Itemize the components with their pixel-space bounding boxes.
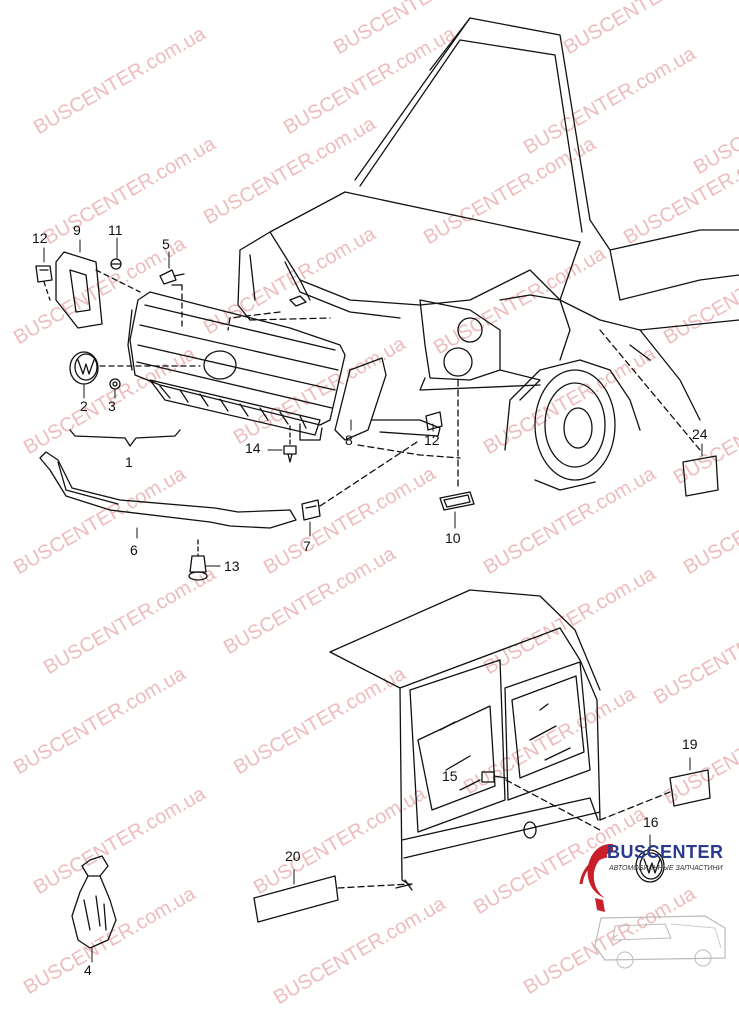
buscenter-logo: BUSCENTER АВТОМОБИЛЬНЫЕ ЗАПЧАСТИНИ — [575, 828, 735, 988]
radiator-grille — [127, 291, 346, 441]
callout-12: 12 — [32, 230, 48, 246]
callout-20: 20 — [285, 848, 301, 864]
vw-emblem-front — [69, 351, 201, 385]
callout-13: 13 — [224, 558, 240, 574]
nut-part-3 — [109, 378, 121, 390]
callout-9: 9 — [73, 222, 81, 238]
callout-8: 8 — [345, 432, 353, 448]
clip-part-12-right — [425, 411, 443, 431]
clip-part-13 — [188, 539, 208, 581]
callout-3: 3 — [108, 398, 116, 414]
logo-wordmark: BUSCENTER — [607, 842, 724, 862]
bumper-strip-part-6 — [39, 451, 297, 529]
bracket-part-9 — [55, 251, 141, 329]
logo-tagline: АВТОМОБИЛЬНЫЕ ЗАПЧАСТИНИ — [609, 865, 723, 872]
callout-1: 1 — [125, 454, 133, 470]
screw-part-5 — [159, 269, 185, 331]
van-front-body — [227, 17, 739, 491]
callout-6: 6 — [130, 542, 138, 558]
callout-12: 12 — [424, 432, 440, 448]
callout-14: 14 — [245, 440, 261, 456]
callout-16: 16 — [643, 814, 659, 830]
van-rear-body — [329, 589, 671, 891]
bag-part-4 — [71, 855, 117, 963]
group-bracket — [69, 429, 181, 447]
callout-15: 15 — [442, 768, 458, 784]
callout-10: 10 — [445, 530, 461, 546]
callout-24: 24 — [692, 426, 708, 442]
clip-part-12-left — [35, 265, 53, 301]
label-part-19 — [669, 757, 711, 807]
washer-cover-part-10 — [439, 379, 475, 511]
callout-4: 4 — [84, 962, 92, 978]
callout-2: 2 — [80, 398, 88, 414]
callout-5: 5 — [162, 236, 170, 252]
callout-19: 19 — [682, 736, 698, 752]
side-trim-part-8 — [334, 357, 461, 459]
bracket-part-7 — [301, 439, 421, 521]
screw-part-11 — [110, 258, 122, 270]
callout-7: 7 — [303, 538, 311, 554]
callout-11: 11 — [108, 222, 123, 238]
vw-emblem-rear — [635, 834, 665, 883]
leader-lines — [43, 237, 703, 567]
label-part-20 — [253, 869, 411, 923]
label-part-24 — [599, 329, 719, 497]
screw-part-14 — [283, 424, 297, 463]
